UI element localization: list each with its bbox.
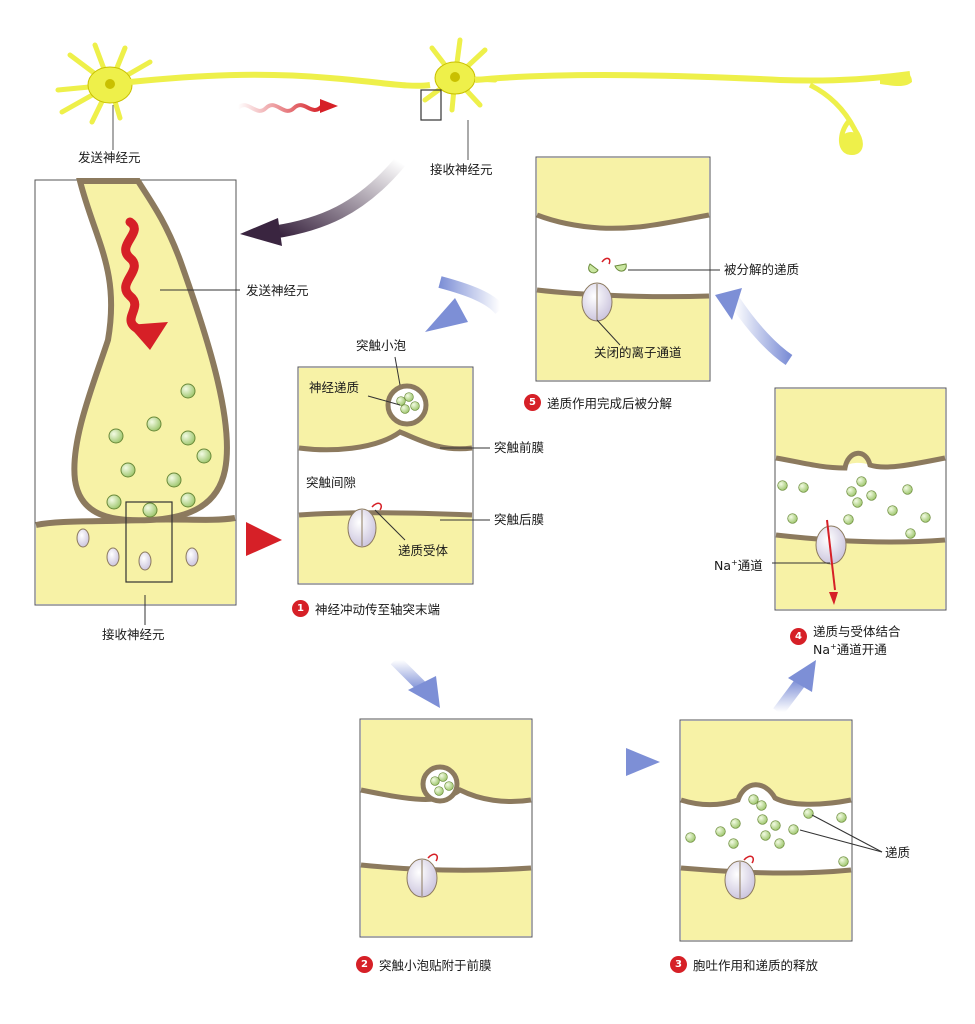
label-postsynaptic-membrane: 突触后膜 xyxy=(494,512,545,527)
step2-text: 突触小泡贴附于前膜 xyxy=(379,958,492,973)
sending-neuron-top xyxy=(55,42,431,125)
step4-text-line1: 递质与受体结合 xyxy=(813,624,901,639)
impulse-wave-top xyxy=(236,103,324,113)
step3-number: 3 xyxy=(670,956,687,973)
label-sending-neuron-main: 发送神经元 xyxy=(246,283,309,298)
label-synaptic-cleft: 突触间隙 xyxy=(306,475,357,490)
label-receiving-neuron-main: 接收神经元 xyxy=(102,627,165,642)
step3-panel xyxy=(679,719,853,942)
step5-panel xyxy=(535,156,711,382)
step5-number: 5 xyxy=(524,394,541,411)
label-transmitter: 递质 xyxy=(885,845,911,860)
label-na-channel: Na+通道 xyxy=(714,558,763,574)
label-decomposed-transmitter: 被分解的递质 xyxy=(724,262,800,277)
step2-panel xyxy=(359,718,533,938)
step1-caption: 1 神经冲动传至轴突末端 xyxy=(292,599,440,618)
label-closed-ion-channel: 关闭的离子通道 xyxy=(594,345,682,360)
label-sending-neuron-top: 发送神经元 xyxy=(78,150,141,165)
step2-caption: 2 突触小泡贴附于前膜 xyxy=(356,955,492,974)
step5-text: 递质作用完成后被分解 xyxy=(547,396,673,411)
step3-caption: 3 胞吐作用和递质的释放 xyxy=(670,955,818,974)
step1-number: 1 xyxy=(292,600,309,617)
step3-text: 胞吐作用和递质的释放 xyxy=(693,958,819,973)
label-receiving-neuron-top: 接收神经元 xyxy=(430,162,493,177)
label-transmitter-receptor: 递质受体 xyxy=(398,543,449,558)
step4-number: 4 xyxy=(790,628,807,645)
label-presynaptic-membrane: 突触前膜 xyxy=(494,440,545,455)
step4-text-line2: Na+通道开通 xyxy=(813,642,887,658)
flow-arrows xyxy=(390,276,816,776)
receiving-neuron-top xyxy=(420,37,912,156)
step2-number: 2 xyxy=(356,956,373,973)
label-synaptic-vesicle: 突触小泡 xyxy=(356,338,407,353)
step1-text: 神经冲动传至轴突末端 xyxy=(315,602,441,617)
step4-caption: 4 递质与受体结合 Na+通道开通 xyxy=(790,624,901,657)
step5-caption: 5 递质作用完成后被分解 xyxy=(524,393,672,412)
impulse-arrowhead-top xyxy=(320,99,338,113)
zoom-arrow xyxy=(273,157,405,239)
label-neurotransmitter: 神经递质 xyxy=(309,380,360,395)
